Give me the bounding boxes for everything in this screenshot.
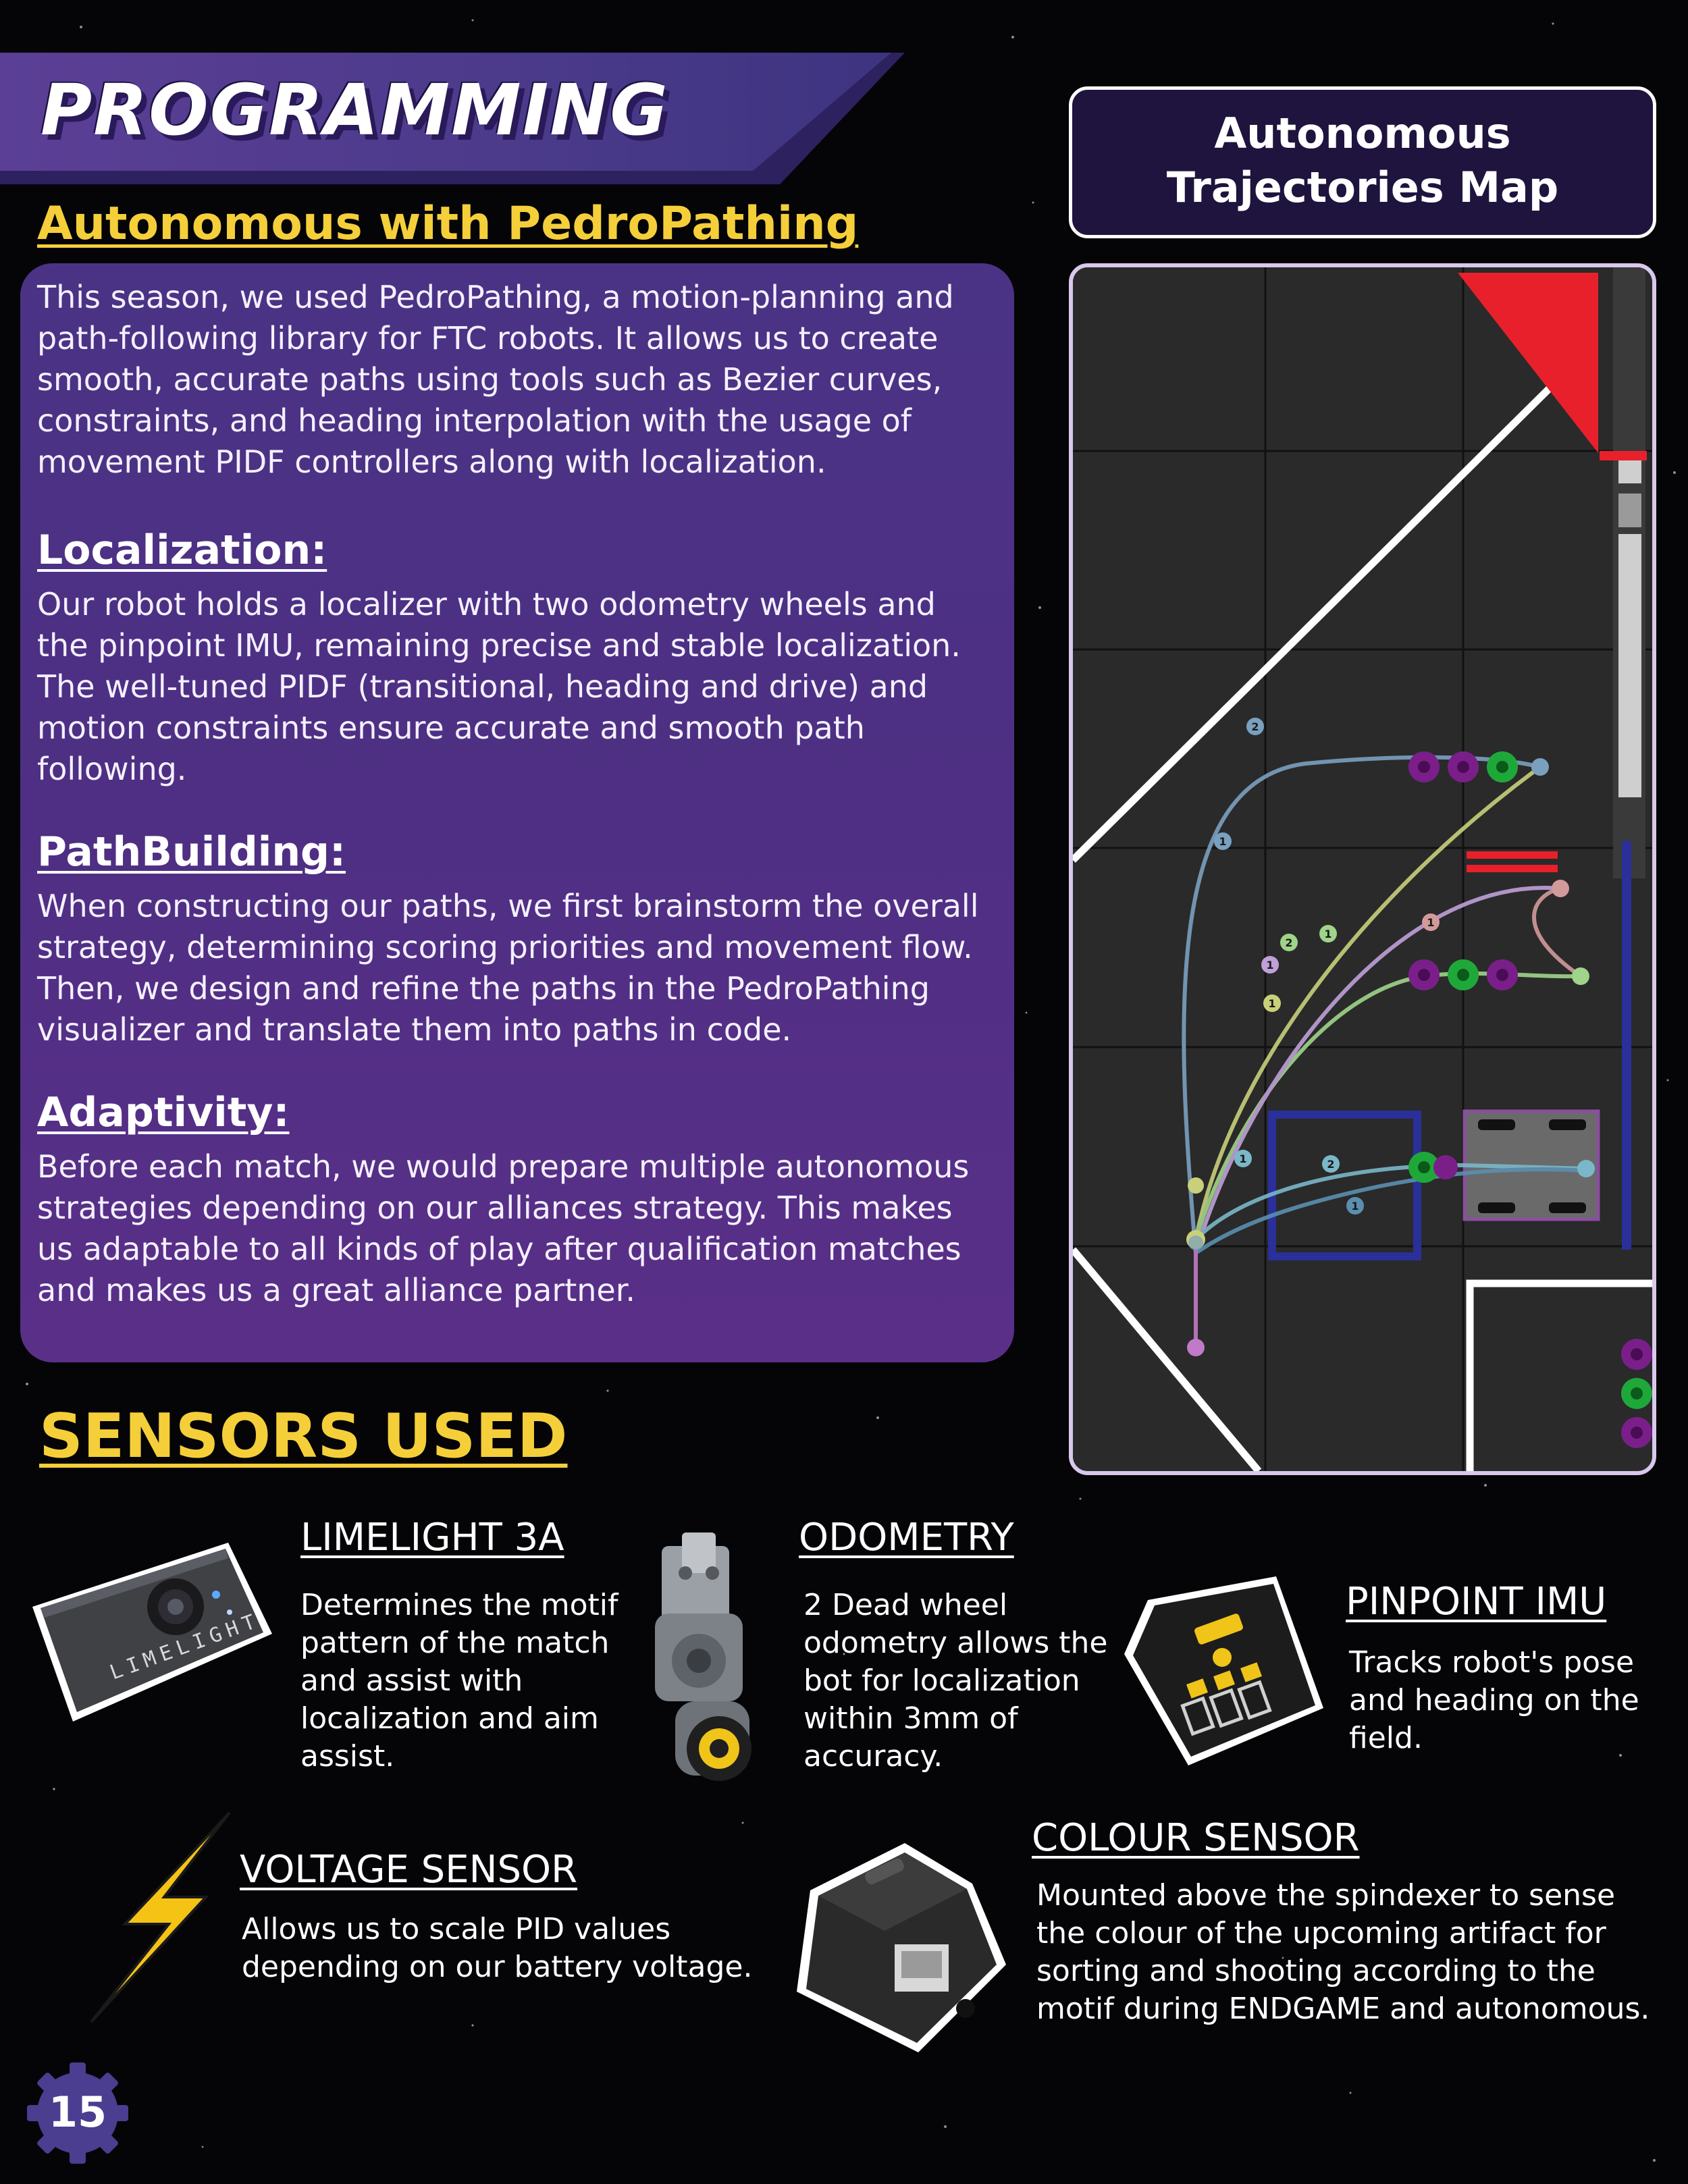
pinpoint-heading: PINPOINT IMU bbox=[1346, 1580, 1607, 1624]
intro-text: This season, we used PedroPathing, a mot… bbox=[37, 279, 954, 480]
artifact-column-corner bbox=[1621, 1339, 1652, 1448]
artifact-row-middle bbox=[1408, 959, 1518, 990]
artifact-row-bottom bbox=[1408, 1152, 1458, 1183]
path-label-2: 1 bbox=[1219, 835, 1226, 848]
voltage-text: Allows us to scale PID values depending … bbox=[242, 1912, 753, 1984]
path-label-5: 1 bbox=[1266, 959, 1273, 971]
pathbuilding-text: When constructing our paths, we first br… bbox=[37, 888, 979, 1048]
path-label-4: 1 bbox=[1324, 928, 1331, 940]
path-label-6: 1 bbox=[1268, 997, 1275, 1010]
red-goal bbox=[1458, 273, 1598, 453]
waypoints bbox=[1186, 758, 1595, 1356]
limelight-heading: LIMELIGHT 3A bbox=[300, 1516, 564, 1560]
adaptivity-heading: Adaptivity: bbox=[37, 1089, 290, 1136]
colour-sensor-image bbox=[797, 1843, 1006, 2052]
odometry-pod-image bbox=[655, 1533, 751, 1781]
lightning-bolt-icon bbox=[90, 1811, 231, 2023]
localization-text: Our robot holds a localizer with two odo… bbox=[37, 586, 961, 787]
header-banner bbox=[0, 53, 891, 171]
adaptivity-text: Before each match, we would prepare mult… bbox=[37, 1148, 970, 1308]
sensors-title: SENSORS USED bbox=[39, 1401, 568, 1472]
path-label-10: 1 bbox=[1351, 1200, 1359, 1213]
trajectory-map: 2 1 2 1 1 1 1 1 2 1 bbox=[1069, 263, 1656, 1475]
info-panel bbox=[20, 263, 1014, 1362]
odometry-text: 2 Dead wheel odometry allows the bot for… bbox=[803, 1588, 1108, 1774]
artifact-row-top bbox=[1408, 751, 1518, 782]
path-label-3: 2 bbox=[1285, 936, 1292, 949]
map-title-box: Autonomous Trajectories Map bbox=[1069, 86, 1656, 238]
limelight-camera-image: LIMELIGHT bbox=[32, 1543, 272, 1722]
pathbuilding-heading: PathBuilding: bbox=[37, 828, 346, 876]
odometry-heading: ODOMETRY bbox=[799, 1516, 1014, 1560]
pinpoint-imu-image bbox=[1124, 1576, 1323, 1765]
path-label-8: 1 bbox=[1239, 1152, 1246, 1165]
field-diagram: 2 1 2 1 1 1 1 1 2 1 bbox=[1073, 267, 1652, 1471]
limelight-text: Determines the motif pattern of the matc… bbox=[300, 1588, 618, 1774]
pinpoint-text: Tracks robot's pose and heading on the f… bbox=[1349, 1645, 1639, 1755]
colour-heading: COLOUR SENSOR bbox=[1032, 1816, 1360, 1860]
path-label-7: 1 bbox=[1427, 916, 1434, 929]
colour-text: Mounted above the spindexer to sense the… bbox=[1036, 1878, 1650, 2026]
path-label-9: 2 bbox=[1327, 1158, 1334, 1171]
localization-heading: Localization: bbox=[37, 527, 327, 574]
path-label-1: 2 bbox=[1251, 720, 1259, 733]
map-title-line2: Trajectories Map bbox=[1166, 163, 1559, 212]
page-number: 15 bbox=[49, 2087, 107, 2137]
section-title: Autonomous with PedroPathing bbox=[37, 197, 859, 250]
map-title-line1: Autonomous bbox=[1214, 109, 1511, 158]
voltage-heading: VOLTAGE SENSOR bbox=[240, 1848, 578, 1892]
page-number-gear: 15 bbox=[27, 2062, 128, 2164]
page-title: PROGRAMMING bbox=[41, 69, 669, 151]
